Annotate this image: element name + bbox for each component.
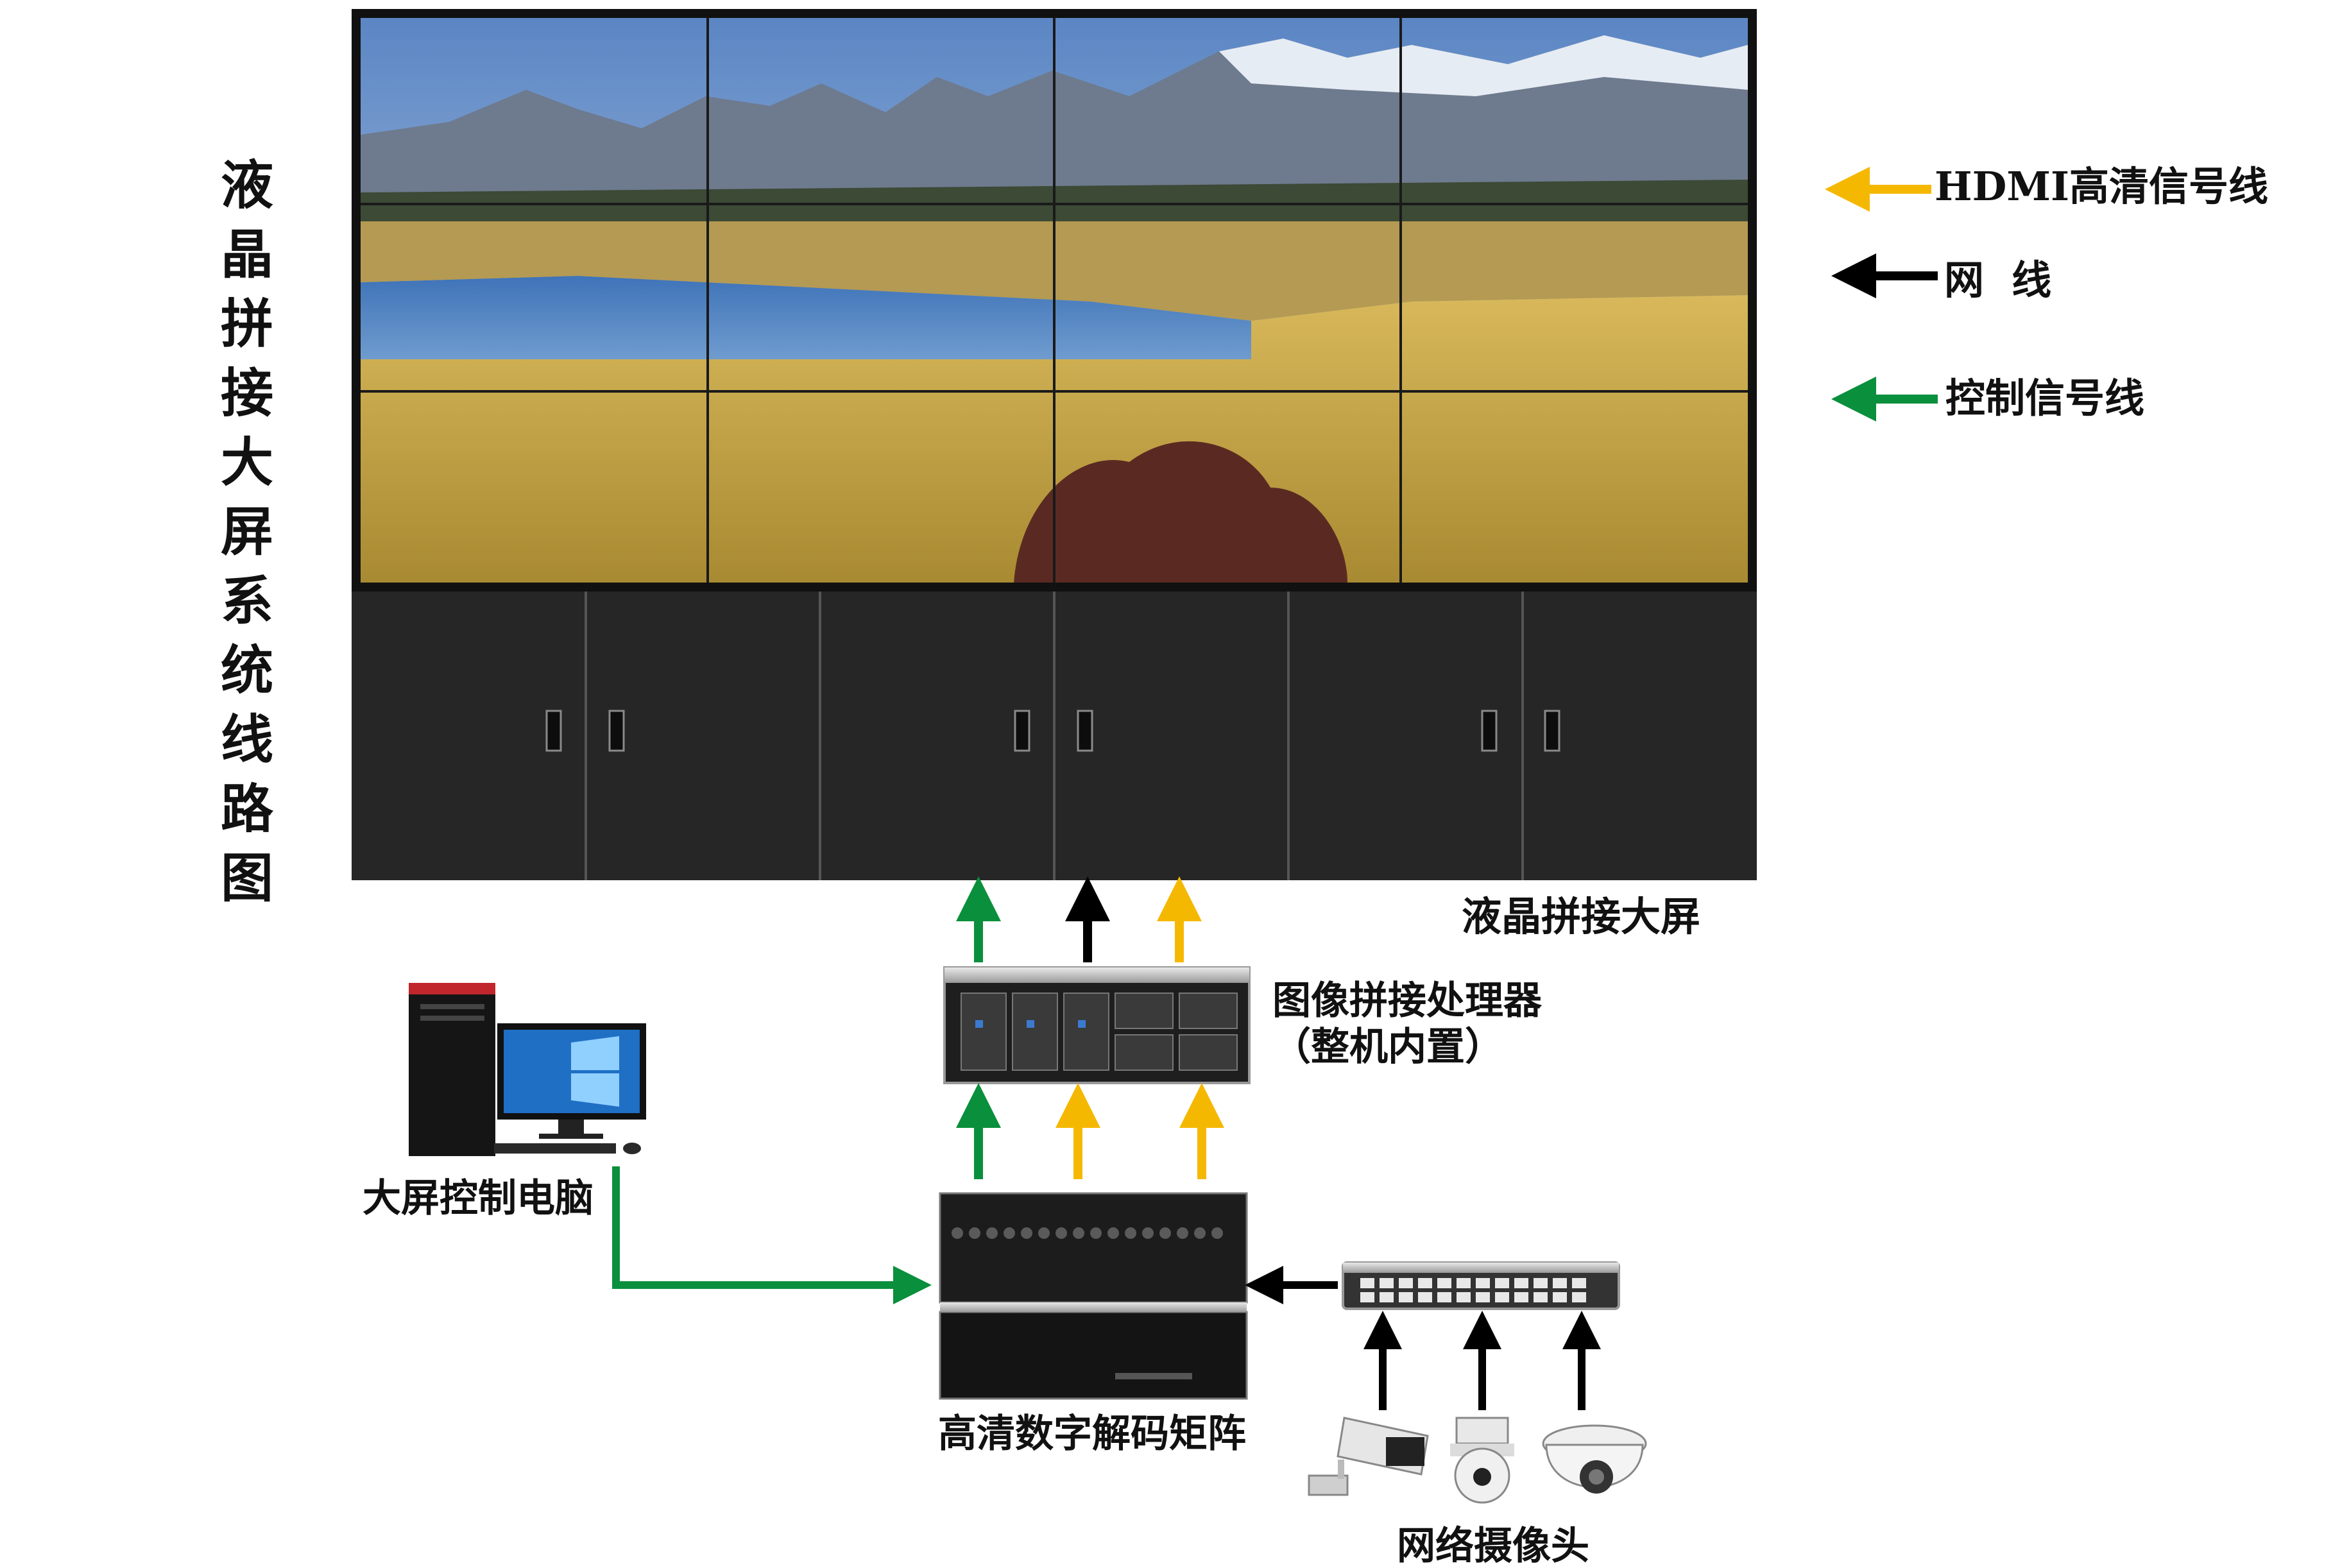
ip-cameras [1308,1417,1647,1504]
matrix-port [1159,1227,1171,1239]
vertical-title-char: 大 [220,432,273,493]
vertical-title-char: 路 [220,778,273,840]
switch-port [1457,1278,1471,1288]
vertical-title-char: 线 [220,709,273,771]
matrix-port [1021,1227,1032,1239]
switch-port [1534,1292,1548,1302]
switch-port [1553,1278,1567,1288]
legend-network-label: 网 线 [1944,257,2051,303]
switch-port [1399,1278,1413,1288]
matrix-port [986,1227,998,1239]
matrix-port [1177,1227,1188,1239]
control-pc [409,983,646,1156]
hd-decoding-matrix [939,1192,1248,1400]
label-decoder-matrix: 高清数字解码矩阵 [938,1411,1246,1456]
vertical-title-char: 拼 [220,293,273,355]
switch-port [1476,1292,1490,1302]
vertical-title-char: 晶 [220,224,273,285]
control-line-pc-to-matrix [612,1166,932,1304]
switch-port [1380,1292,1394,1302]
label-processor-line2: （整机内置） [1272,1025,1503,1069]
vertical-title-char: 接 [220,362,273,424]
matrix-to-processor-arrows [956,1083,1224,1179]
matrix-port [1073,1227,1084,1239]
matrix-port [1090,1227,1102,1239]
cameras-to-switch-arrows [1363,1311,1601,1410]
vertical-title-char: 统 [220,640,273,701]
switch-port [1457,1292,1471,1302]
dome-camera-icon [1542,1424,1647,1494]
matrix-port [1055,1227,1067,1239]
switch-port [1495,1278,1509,1288]
label-ip-cameras: 网络摄像头 [1397,1524,1589,1568]
processor-to-wall-arrows [956,876,1202,962]
vertical-title-char: 系 [220,570,273,632]
switch-port [1380,1278,1394,1288]
switch-port [1399,1292,1413,1302]
switch-port [1514,1278,1528,1288]
network-switch [1342,1261,1620,1310]
matrix-port [969,1227,980,1239]
image-splicing-processor [943,966,1251,1084]
switch-port [1418,1278,1432,1288]
switch-port [1572,1278,1586,1288]
switch-port [1572,1292,1586,1302]
switch-port [1476,1278,1490,1288]
switch-port [1437,1278,1451,1288]
video-wall [352,9,1757,592]
matrix-port [1211,1227,1223,1239]
matrix-port [1194,1227,1206,1239]
legend: HDMI高清信号线 网 线 控制信号线 [1825,163,2268,422]
vertical-title-char: 液 [220,155,273,216]
matrix-port [1004,1227,1015,1239]
switch-port [1534,1278,1548,1288]
matrix-port [1125,1227,1136,1239]
vertical-title-char: 屏 [220,501,273,563]
ptz-camera-icon [1450,1417,1514,1504]
switch-port [1514,1292,1528,1302]
legend-control-label: 控制信号线 [1945,375,2144,422]
switch-port [1418,1292,1432,1302]
switch-port [1495,1292,1509,1302]
video-wall-cabinet [352,592,1757,880]
matrix-port [1142,1227,1154,1239]
label-video-wall: 液晶拼接大屏 [1462,893,1700,940]
vertical-title: 液晶拼接大屏系统线路图 [212,151,282,913]
switch-port [1360,1278,1374,1288]
switch-port [1437,1292,1451,1302]
legend-hdmi-label: HDMI高清信号线 [1935,163,2268,210]
matrix-port [1038,1227,1050,1239]
switch-port [1553,1292,1567,1302]
switch-port [1360,1292,1374,1302]
label-processor-line1: 图像拼接处理器 [1272,978,1543,1023]
vertical-title-char: 图 [220,848,273,909]
label-control-pc: 大屏控制电脑 [363,1176,594,1221]
matrix-port [952,1227,963,1239]
matrix-port [1107,1227,1119,1239]
bullet-camera-icon [1308,1417,1429,1496]
